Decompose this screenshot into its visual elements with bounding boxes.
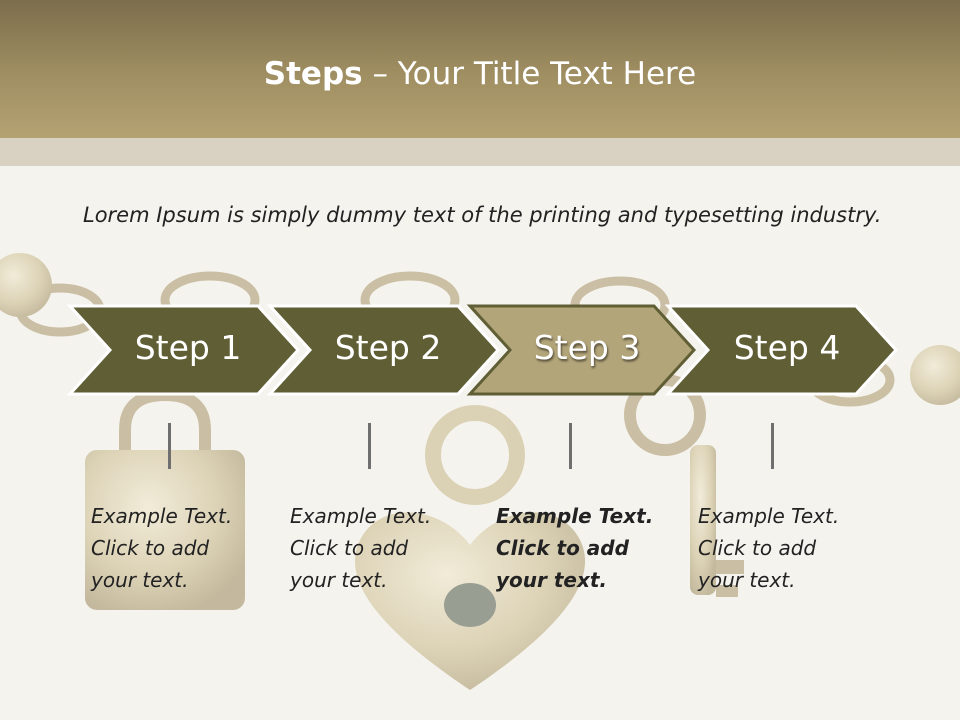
page-title[interactable]: Steps – Your Title Text Here [0,56,960,92]
step-1-label: Step 1 [134,328,242,367]
step-3-line-1: Example Text. [496,504,654,528]
title-bold: Steps [263,56,363,92]
title-rest: – Your Title Text Here [362,56,697,92]
step-1-connector [168,423,171,469]
title-band [0,138,960,166]
step-1-line-1: Example Text. [91,504,233,528]
step-4-line-3: your text. [698,568,796,592]
step-1-description[interactable]: Example Text. Click to add your text. [91,500,232,596]
chevron-step-3[interactable] [466,304,697,396]
step-4-line-2: Click to add [698,536,817,560]
step-1-line-2: Click to add [91,536,210,560]
step-4-description[interactable]: Example Text. Click to add your text. [698,500,839,596]
step-2-line-3: your text. [290,568,388,592]
step-2-description[interactable]: Example Text. Click to add your text. [290,500,431,596]
step-2-connector [368,423,371,469]
chevron-step-1[interactable] [66,304,301,396]
step-2-line-1: Example Text. [290,504,432,528]
step-3-line-2: Click to add [496,536,629,560]
step-4-line-1: Example Text. [698,504,840,528]
chevron-step-2[interactable] [266,304,501,396]
step-2-label: Step 2 [334,328,442,367]
step-3-line-3: your text. [496,568,608,592]
step-2-line-2: Click to add [290,536,409,560]
step-4-label: Step 4 [733,328,841,367]
step-1-line-3: your text. [91,568,189,592]
step-3-connector [569,423,572,469]
intro-text[interactable]: Lorem Ipsum is simply dummy text of the … [83,203,882,227]
chevron-step-4[interactable] [664,304,899,396]
title-bar [0,0,960,138]
step-3-description[interactable]: Example Text. Click to add your text. [496,500,653,596]
step-4-connector [771,423,774,469]
step-3-label: Step 3 [533,328,641,367]
